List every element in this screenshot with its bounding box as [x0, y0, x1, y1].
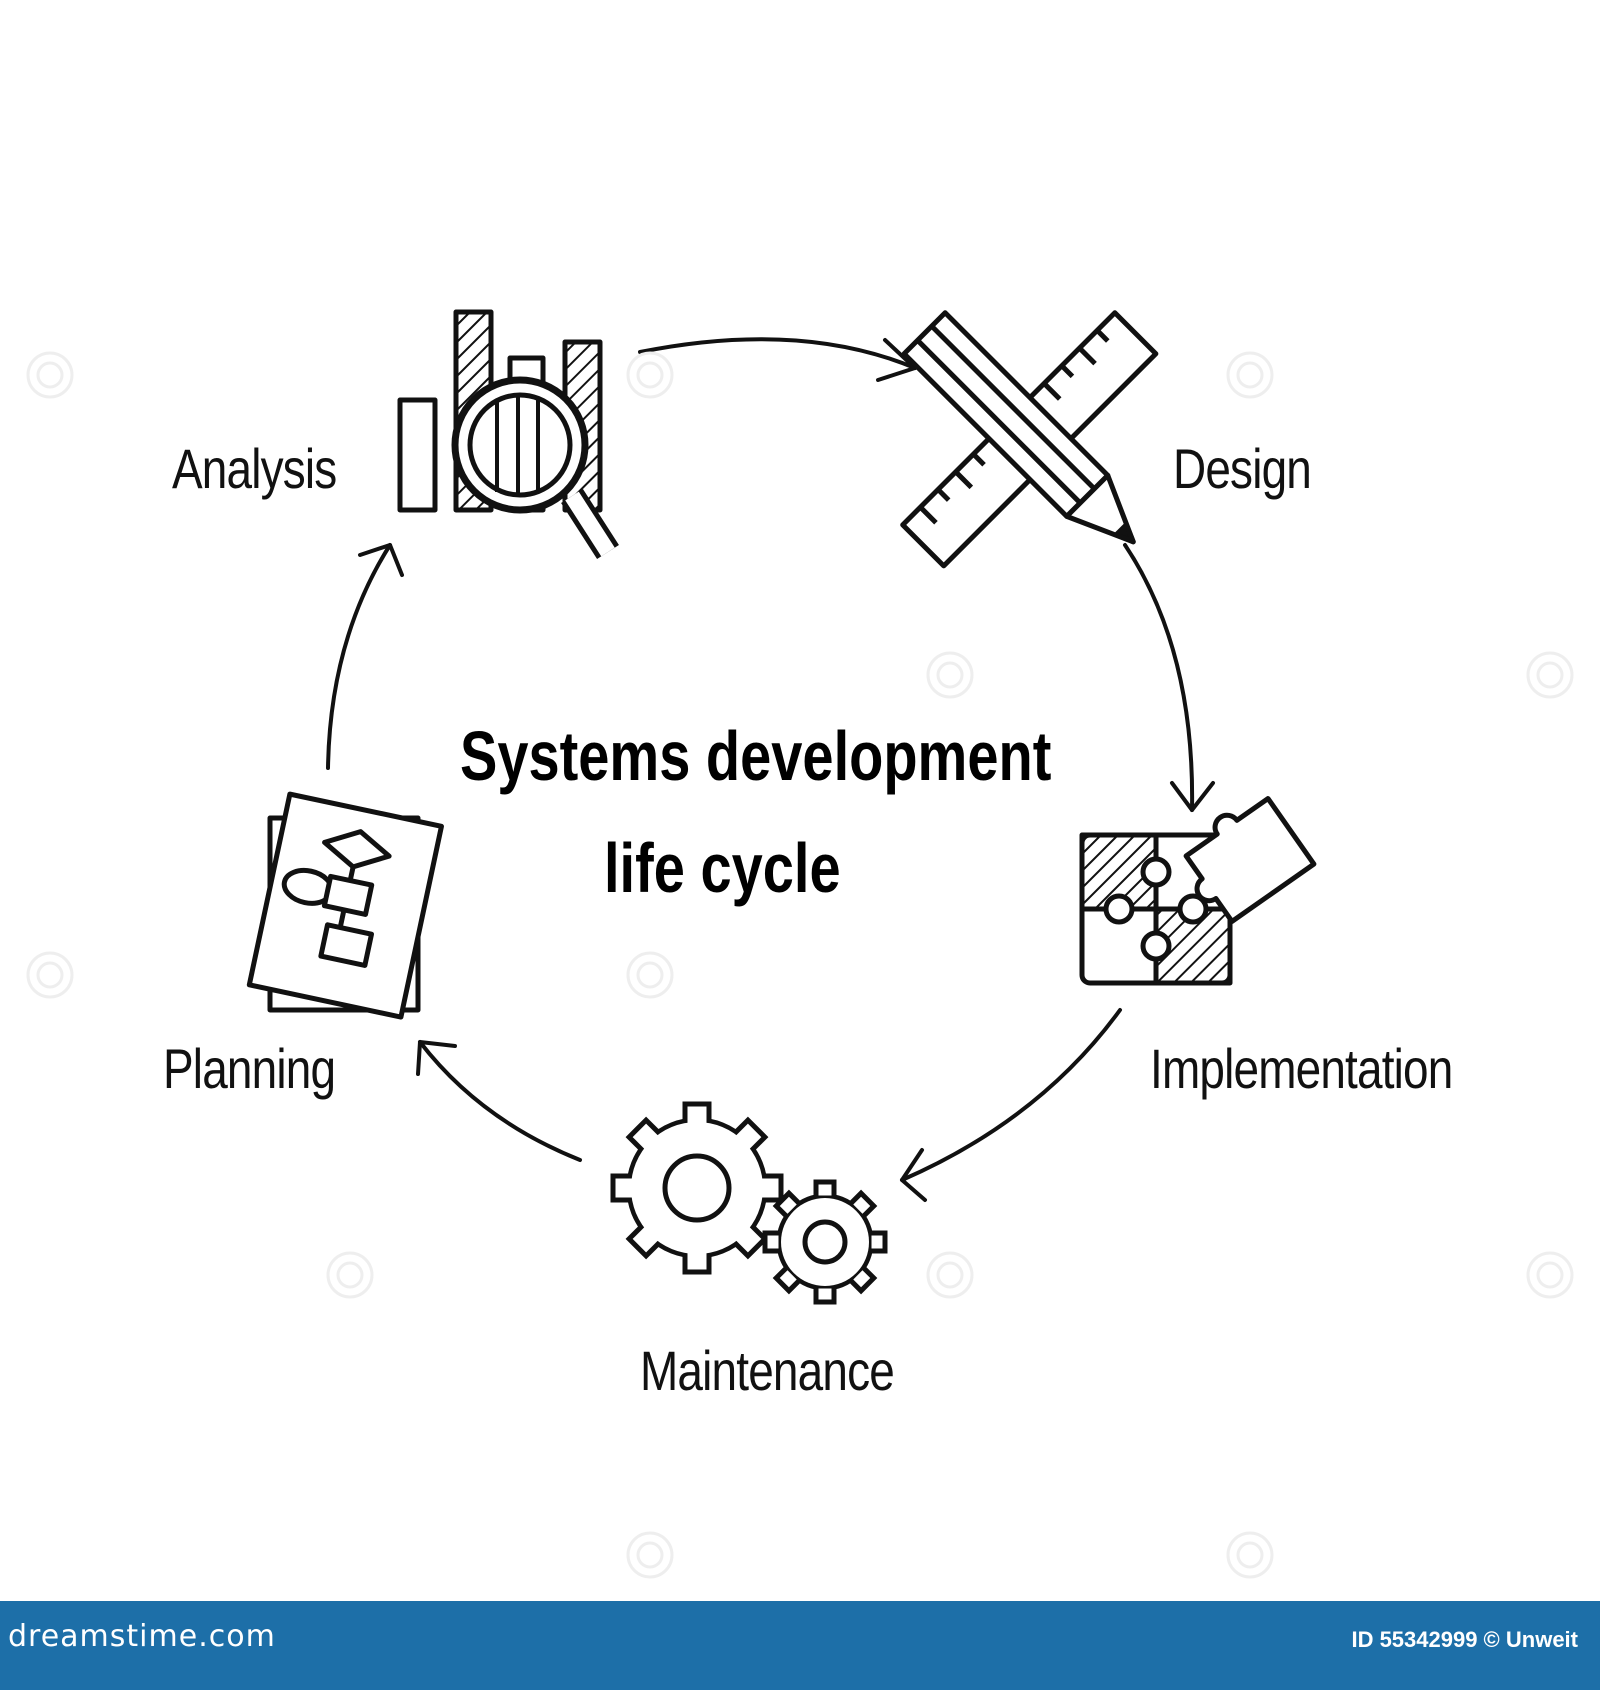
gears-icon: [610, 1101, 888, 1305]
footer-bar: dreamstime.com ID 55342999 © Unweit: [0, 1601, 1600, 1690]
magnifier-bar-chart-icon: [397, 309, 619, 560]
pencil-ruler-icon: [900, 310, 1159, 569]
arrow-planning-to-analysis: [326, 543, 404, 770]
stage-label-implementation: Implementation: [1150, 1037, 1453, 1100]
title-line-2: life cycle: [604, 829, 841, 907]
arrow-design-to-implementation: [1123, 543, 1215, 812]
footer-credit: ID 55342999 © Unweit: [1351, 1627, 1578, 1652]
footer-site-logo: dreamstime.com: [8, 1619, 276, 1654]
flowchart-document-icon: [246, 791, 444, 1020]
stage-label-design: Design: [1173, 437, 1312, 500]
stage-label-analysis: Analysis: [172, 437, 337, 500]
puzzle-icon: [1079, 796, 1317, 986]
stage-label-maintenance: Maintenance: [640, 1339, 895, 1402]
title-line-1: Systems development: [460, 717, 1052, 795]
arrow-maintenance-to-planning: [416, 1040, 582, 1162]
diagram-title: Systems development life cycle: [460, 700, 1052, 924]
watermark-pattern: [26, 351, 1574, 1579]
arrow-analysis-to-design: [638, 337, 917, 382]
arrow-implementation-to-maintenance: [900, 1008, 1122, 1202]
stage-label-planning: Planning: [163, 1037, 336, 1100]
cycle-arrows: [326, 337, 1215, 1202]
